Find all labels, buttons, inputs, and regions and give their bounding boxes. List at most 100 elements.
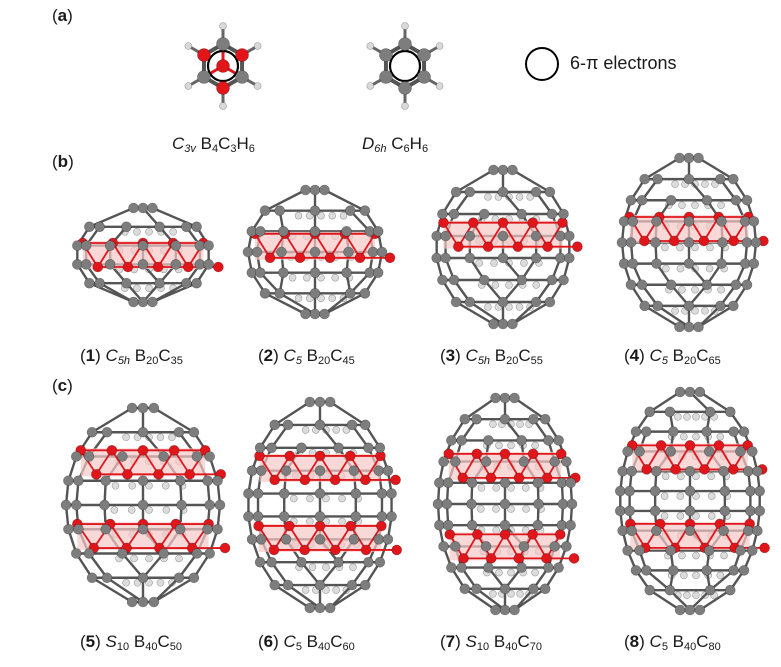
back-atom [475, 259, 483, 267]
boron-atom [152, 261, 164, 273]
carbon-atom [499, 392, 511, 404]
carbon-atom [466, 477, 478, 489]
carbon-atom [665, 194, 677, 206]
carbon-atom [665, 446, 677, 457]
boron-atom [472, 529, 483, 540]
carbon-atom [254, 556, 266, 568]
boron-atom [699, 464, 710, 475]
carbon-atom [624, 505, 635, 517]
carbon-atom [73, 523, 84, 535]
cage-molecule-8 [614, 386, 770, 616]
boron-atom [122, 261, 134, 273]
carbon-atom [246, 534, 258, 545]
carbon-atom [539, 413, 551, 425]
back-atom [676, 243, 684, 252]
carbon-atom [564, 252, 575, 264]
back-atom [306, 494, 314, 503]
carbon-atom [282, 419, 294, 431]
carbon-atom [684, 604, 696, 616]
carbon-atom [359, 579, 371, 591]
carbon-atom [417, 70, 431, 84]
hydrogen-atom [219, 22, 227, 30]
carbon-atom [466, 498, 477, 510]
back-atom [707, 492, 716, 500]
carbon-atom [254, 226, 266, 237]
carbon-atom [348, 465, 360, 476]
carbon-atom [716, 216, 727, 227]
carbon-atom [137, 572, 149, 584]
carbon-atom [71, 499, 82, 511]
bond [152, 576, 196, 604]
carbon-atom [497, 186, 509, 198]
carbon-atom [450, 541, 461, 552]
carbon-atom [137, 296, 149, 308]
hydrogen-atom [435, 82, 444, 90]
benzene-molecule [366, 22, 444, 110]
back-atom [495, 568, 503, 577]
back-atom [680, 432, 688, 441]
carbon-atom [497, 164, 509, 176]
carbon-atom [694, 386, 706, 398]
carbon-atom [507, 164, 518, 176]
carbon-atom [100, 523, 112, 535]
bond [513, 396, 547, 421]
bond [656, 304, 691, 329]
carbon-atom [450, 186, 462, 198]
carbon-atom [745, 505, 756, 517]
carbon-atom [60, 499, 72, 511]
carbon-atom [83, 548, 95, 559]
carbon-atom [497, 296, 509, 308]
boron-atom [467, 217, 479, 228]
boron-atom [235, 48, 249, 62]
carbon-atom [269, 579, 281, 591]
boron-atom [168, 445, 180, 456]
carbon-atom [266, 442, 277, 454]
boron-atom [684, 440, 696, 451]
carbon-atom [204, 499, 215, 511]
back-atom [507, 505, 515, 513]
carbon-atom [478, 274, 490, 286]
carbon-atom [137, 475, 149, 487]
carbon-atom [121, 277, 132, 289]
cage-molecule-5 [60, 402, 231, 608]
carbon-atom [333, 556, 344, 568]
back-atom [484, 193, 492, 201]
carbon-atom [386, 488, 397, 499]
carbon-atom [464, 186, 476, 198]
bond [328, 400, 367, 427]
carbon-atom [754, 485, 766, 497]
back-atom [492, 505, 500, 513]
boron-atom [527, 529, 538, 540]
back-atom [133, 284, 141, 292]
boron-atom [482, 241, 494, 252]
carbon-atom [636, 279, 648, 291]
carbon-atom [174, 523, 186, 535]
back-atom [522, 505, 530, 513]
back-atom [661, 472, 670, 481]
carbon-atom [126, 402, 138, 414]
carbon-atom [128, 296, 139, 308]
boron-atom [345, 520, 356, 532]
carbon-atom [683, 152, 695, 164]
carbon-atom [509, 604, 520, 616]
back-atom [133, 227, 141, 236]
carbon-atom [71, 548, 82, 559]
carbon-atom [499, 604, 511, 616]
boron-atom [360, 474, 371, 486]
carbon-atom [282, 579, 294, 591]
bond [697, 304, 735, 329]
carbon-atom [269, 419, 281, 431]
carbon-atom [367, 246, 379, 258]
carbon-atom [459, 583, 471, 595]
carbon-atom [716, 258, 727, 269]
panel-label-b: (b) [52, 152, 74, 171]
boron-atom [698, 235, 710, 247]
carbon-atom [516, 208, 528, 220]
carbon-atom [104, 259, 116, 270]
back-atom [308, 563, 317, 572]
caption-b-1: (1) C5h B20C35 [80, 346, 183, 367]
carbon-atom [668, 565, 679, 576]
back-atom [678, 201, 686, 210]
back-atom [322, 563, 330, 572]
carbon-atom [197, 70, 211, 84]
